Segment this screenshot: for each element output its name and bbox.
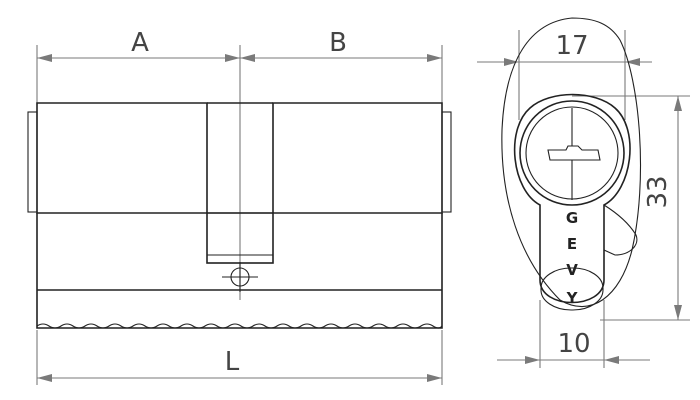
key-profile [547,108,601,200]
dimension-33: 33 [572,95,690,321]
dimension-17: 17 [477,31,652,66]
dimension-b-label: B [329,28,347,58]
dimension-17-label: 17 [555,31,588,61]
cylinder-body [27,102,452,329]
dimension-33-label: 33 [643,175,673,208]
profile-outline [513,93,631,304]
dimension-l-label: L [225,347,240,377]
dimension-a: A [37,28,240,62]
brand-letter-v: V [566,261,578,279]
outer-flange [501,17,641,308]
side-view: A B L [27,28,452,385]
dimension-b: B [240,28,442,62]
brand-letter-e: E [567,235,577,253]
lower-pin [540,267,604,311]
plug-circle [519,100,625,206]
cam [603,204,638,256]
brand-letter-g: G [566,209,578,227]
brand-letter-y: Y [566,289,579,307]
brand-lettering: G E V Y [566,209,579,307]
dimension-10-label: 10 [557,329,590,359]
dimension-10: 10 [497,300,650,368]
dimension-a-label: A [131,28,149,58]
dimension-l: L [37,347,442,382]
front-view: 17 33 10 [477,17,690,368]
